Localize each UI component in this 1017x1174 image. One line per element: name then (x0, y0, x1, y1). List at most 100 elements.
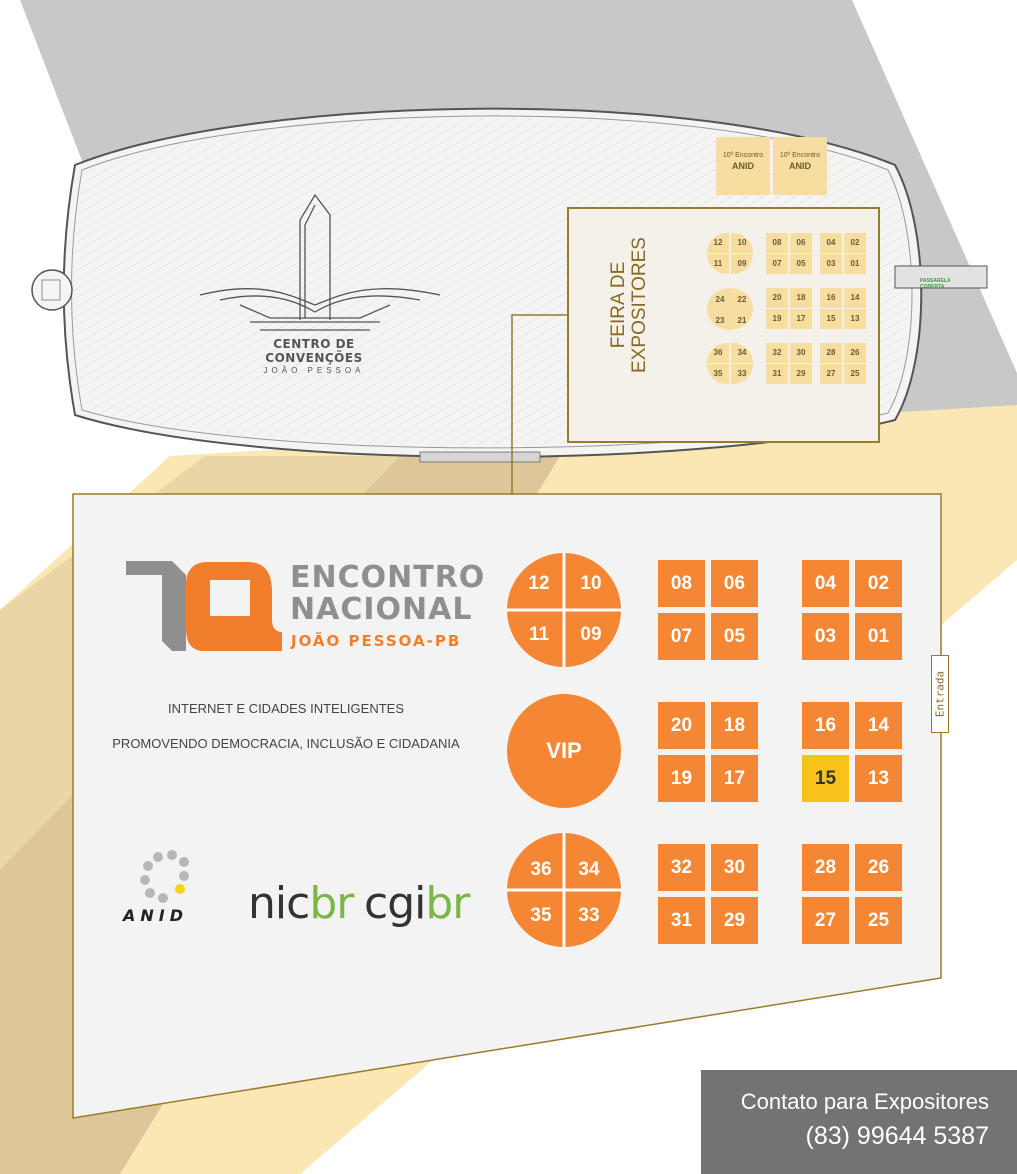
anid-mini-booth-1-line1: 10º Encontro (722, 152, 764, 159)
contact-box: Contato para Expositores (83) 99644 5387 (701, 1070, 1017, 1174)
circle-stand-top (507, 553, 621, 667)
mini-stand-08: 08 (766, 233, 788, 253)
sponsor-cgibr-main: cgi (364, 878, 426, 929)
stand-28[interactable]: 28 (802, 844, 849, 891)
passarela-line1: PASSARELA (920, 278, 951, 284)
feira-title: FEIRA DE EXPOSITORES (608, 205, 650, 405)
mini-stand-12: 12 (707, 233, 729, 253)
stand-11[interactable]: 11 (528, 624, 550, 645)
mini-vip (707, 288, 753, 330)
stand-06[interactable]: 06 (711, 560, 758, 607)
entrance-label: Entrada (933, 670, 947, 718)
circle-stand-bottom (507, 833, 621, 947)
event-theme-line2: PROMOVENDO DEMOCRACIA, INCLUSÃO E CIDADA… (112, 736, 460, 751)
mini-stand-15: 15 (820, 309, 842, 329)
mini-stand-06: 06 (790, 233, 812, 253)
mini-stand-24: 24 (715, 295, 725, 304)
mini-stand-25: 25 (844, 364, 866, 384)
stand-13[interactable]: 13 (855, 755, 902, 802)
stand-03[interactable]: 03 (802, 613, 849, 660)
mini-stand-19: 19 (766, 309, 788, 329)
mini-stand-02: 02 (844, 233, 866, 253)
stand-29[interactable]: 29 (711, 897, 758, 944)
sponsor-cgibr-tld: br (425, 878, 470, 929)
event-location: JOÃO PESSOA-PB (291, 632, 462, 650)
stand-25[interactable]: 25 (855, 897, 902, 944)
stand-01[interactable]: 01 (855, 613, 902, 660)
contact-title: Contato para Expositores (740, 1089, 989, 1114)
mini-stand-22: 22 (737, 295, 747, 304)
stand-15[interactable]: 15 (802, 755, 849, 802)
mini-stand-20: 20 (766, 288, 788, 308)
event-theme-line1: INTERNET E CIDADES INTELIGENTES (168, 701, 404, 716)
stand-17[interactable]: 17 (711, 755, 758, 802)
event-title-line1: ENCONTRO (290, 560, 486, 595)
passarela-line2: COBERTA (920, 284, 945, 290)
mini-stand-18: 18 (790, 288, 812, 308)
stand-34[interactable]: 34 (578, 859, 600, 880)
anid-logo-dots (140, 850, 189, 903)
contact-phone[interactable]: (83) 99644 5387 (805, 1122, 989, 1150)
feira-title-line1: FEIRA DE (608, 261, 629, 349)
mini-stand-36: 36 (707, 343, 729, 363)
passarela-label: PASSARELA COBERTA (920, 278, 950, 290)
mini-stand-21: 21 (737, 316, 747, 325)
venue-city: JOÃO PESSOA (263, 366, 365, 375)
anid-mini-booth-2-line2: ANID (789, 161, 811, 171)
mini-stand-07: 07 (766, 254, 788, 274)
stand-26[interactable]: 26 (855, 844, 902, 891)
stand-35[interactable]: 35 (530, 905, 552, 926)
entrance-marker: Entrada (931, 655, 949, 733)
sponsor-nicbr-tld: br (309, 878, 354, 929)
stand-09[interactable]: 09 (580, 624, 602, 645)
stand-36[interactable]: 36 (530, 859, 552, 880)
mini-stand-05: 05 (790, 254, 812, 274)
stand-27[interactable]: 27 (802, 897, 849, 944)
mini-stand-23: 23 (715, 316, 725, 325)
mini-stand-30: 30 (790, 343, 812, 363)
stand-12[interactable]: 12 (528, 573, 550, 594)
mini-stand-32: 32 (766, 343, 788, 363)
stand-33[interactable]: 33 (578, 905, 600, 926)
mini-stand-26: 26 (844, 343, 866, 363)
stand-10[interactable]: 10 (580, 573, 602, 594)
mini-stand-16: 16 (820, 288, 842, 308)
stand-07[interactable]: 07 (658, 613, 705, 660)
anid-mini-booth-2-line1: 10º Encontro (779, 152, 821, 159)
venue-logo-label: CENTRO DE CONVENÇÕES JOÃO PESSOA (228, 337, 400, 375)
event-logo-10 (126, 561, 282, 651)
mini-stand-31: 31 (766, 364, 788, 384)
stand-32[interactable]: 32 (658, 844, 705, 891)
sponsor-nicbr: nicbr (248, 882, 354, 926)
feira-title-line2: EXPOSITORES (629, 237, 650, 373)
stand-14[interactable]: 14 (855, 702, 902, 749)
stand-30[interactable]: 30 (711, 844, 758, 891)
stand-31[interactable]: 31 (658, 897, 705, 944)
stand-20[interactable]: 20 (658, 702, 705, 749)
stand-08[interactable]: 08 (658, 560, 705, 607)
mini-stand-17: 17 (790, 309, 812, 329)
sponsor-anid: ANID (123, 906, 189, 925)
stand-19[interactable]: 19 (658, 755, 705, 802)
stand-18[interactable]: 18 (711, 702, 758, 749)
stand-04[interactable]: 04 (802, 560, 849, 607)
anid-mini-booth-1: 10º Encontro ANID (716, 137, 770, 195)
event-title-line2: NACIONAL (290, 592, 473, 627)
mini-stand-27: 27 (820, 364, 842, 384)
mini-stand-03: 03 (820, 254, 842, 274)
stand-16[interactable]: 16 (802, 702, 849, 749)
mini-stand-13: 13 (844, 309, 866, 329)
venue-name: CENTRO DE CONVENÇÕES (265, 337, 363, 365)
vip-area[interactable]: VIP (507, 694, 621, 808)
stand-02[interactable]: 02 (855, 560, 902, 607)
anid-mini-booth-1-line2: ANID (732, 161, 754, 171)
mini-stand-01: 01 (844, 254, 866, 274)
sponsor-cgibr: cgibr (364, 882, 470, 926)
mini-stand-04: 04 (820, 233, 842, 253)
stand-05[interactable]: 05 (711, 613, 758, 660)
mini-stand-29: 29 (790, 364, 812, 384)
sponsor-nicbr-main: nic (248, 878, 310, 929)
mini-stand-14: 14 (844, 288, 866, 308)
anid-mini-booth-2: 10º Encontro ANID (773, 137, 827, 195)
